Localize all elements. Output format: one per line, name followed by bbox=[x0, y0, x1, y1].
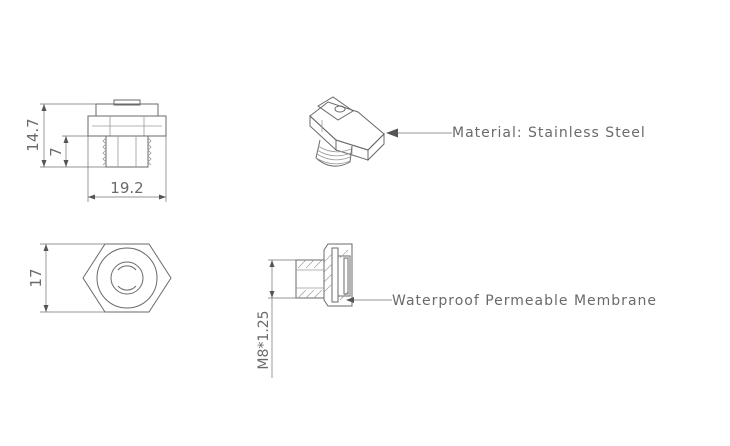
front-view bbox=[87, 99, 167, 168]
dimension-label-thread-spec: M8*1.25 bbox=[256, 310, 272, 369]
dimension-label-hex-across-flats: 17 bbox=[27, 268, 45, 287]
top-view-hex bbox=[82, 243, 172, 313]
dimension-label-overall-height: 14.7 bbox=[24, 118, 42, 151]
dimension-overall-height: 14.7 bbox=[24, 103, 106, 168]
top-view bbox=[82, 243, 172, 313]
front-view-cap bbox=[95, 103, 159, 117]
material-label: Material: Stainless Steel bbox=[452, 125, 646, 141]
isometric-view bbox=[309, 96, 385, 167]
dimension-width: 19.2 bbox=[87, 136, 167, 202]
top-view-arc-bottom bbox=[117, 285, 137, 291]
front-view-thread bbox=[105, 135, 149, 168]
dimension-label-width: 19.2 bbox=[110, 179, 143, 197]
material-callout: Material: Stainless Steel bbox=[386, 125, 646, 141]
dimension-label-thread-length: 7 bbox=[47, 147, 65, 157]
membrane-label: Waterproof Permeable Membrane bbox=[392, 293, 657, 309]
top-view-outer-circle bbox=[96, 247, 158, 309]
top-view-inner-circle bbox=[110, 261, 144, 295]
dimension-hex-across-flats: 17 bbox=[27, 243, 105, 313]
section-view bbox=[295, 243, 353, 307]
top-view-arc-top bbox=[117, 265, 137, 271]
membrane bbox=[343, 257, 349, 295]
dimension-thread-spec: M8*1.25 bbox=[256, 259, 296, 378]
dimension-thread-length: 7 bbox=[47, 135, 88, 167]
membrane-callout: Waterproof Permeable Membrane bbox=[346, 293, 657, 309]
front-view-cap-top bbox=[113, 99, 141, 106]
